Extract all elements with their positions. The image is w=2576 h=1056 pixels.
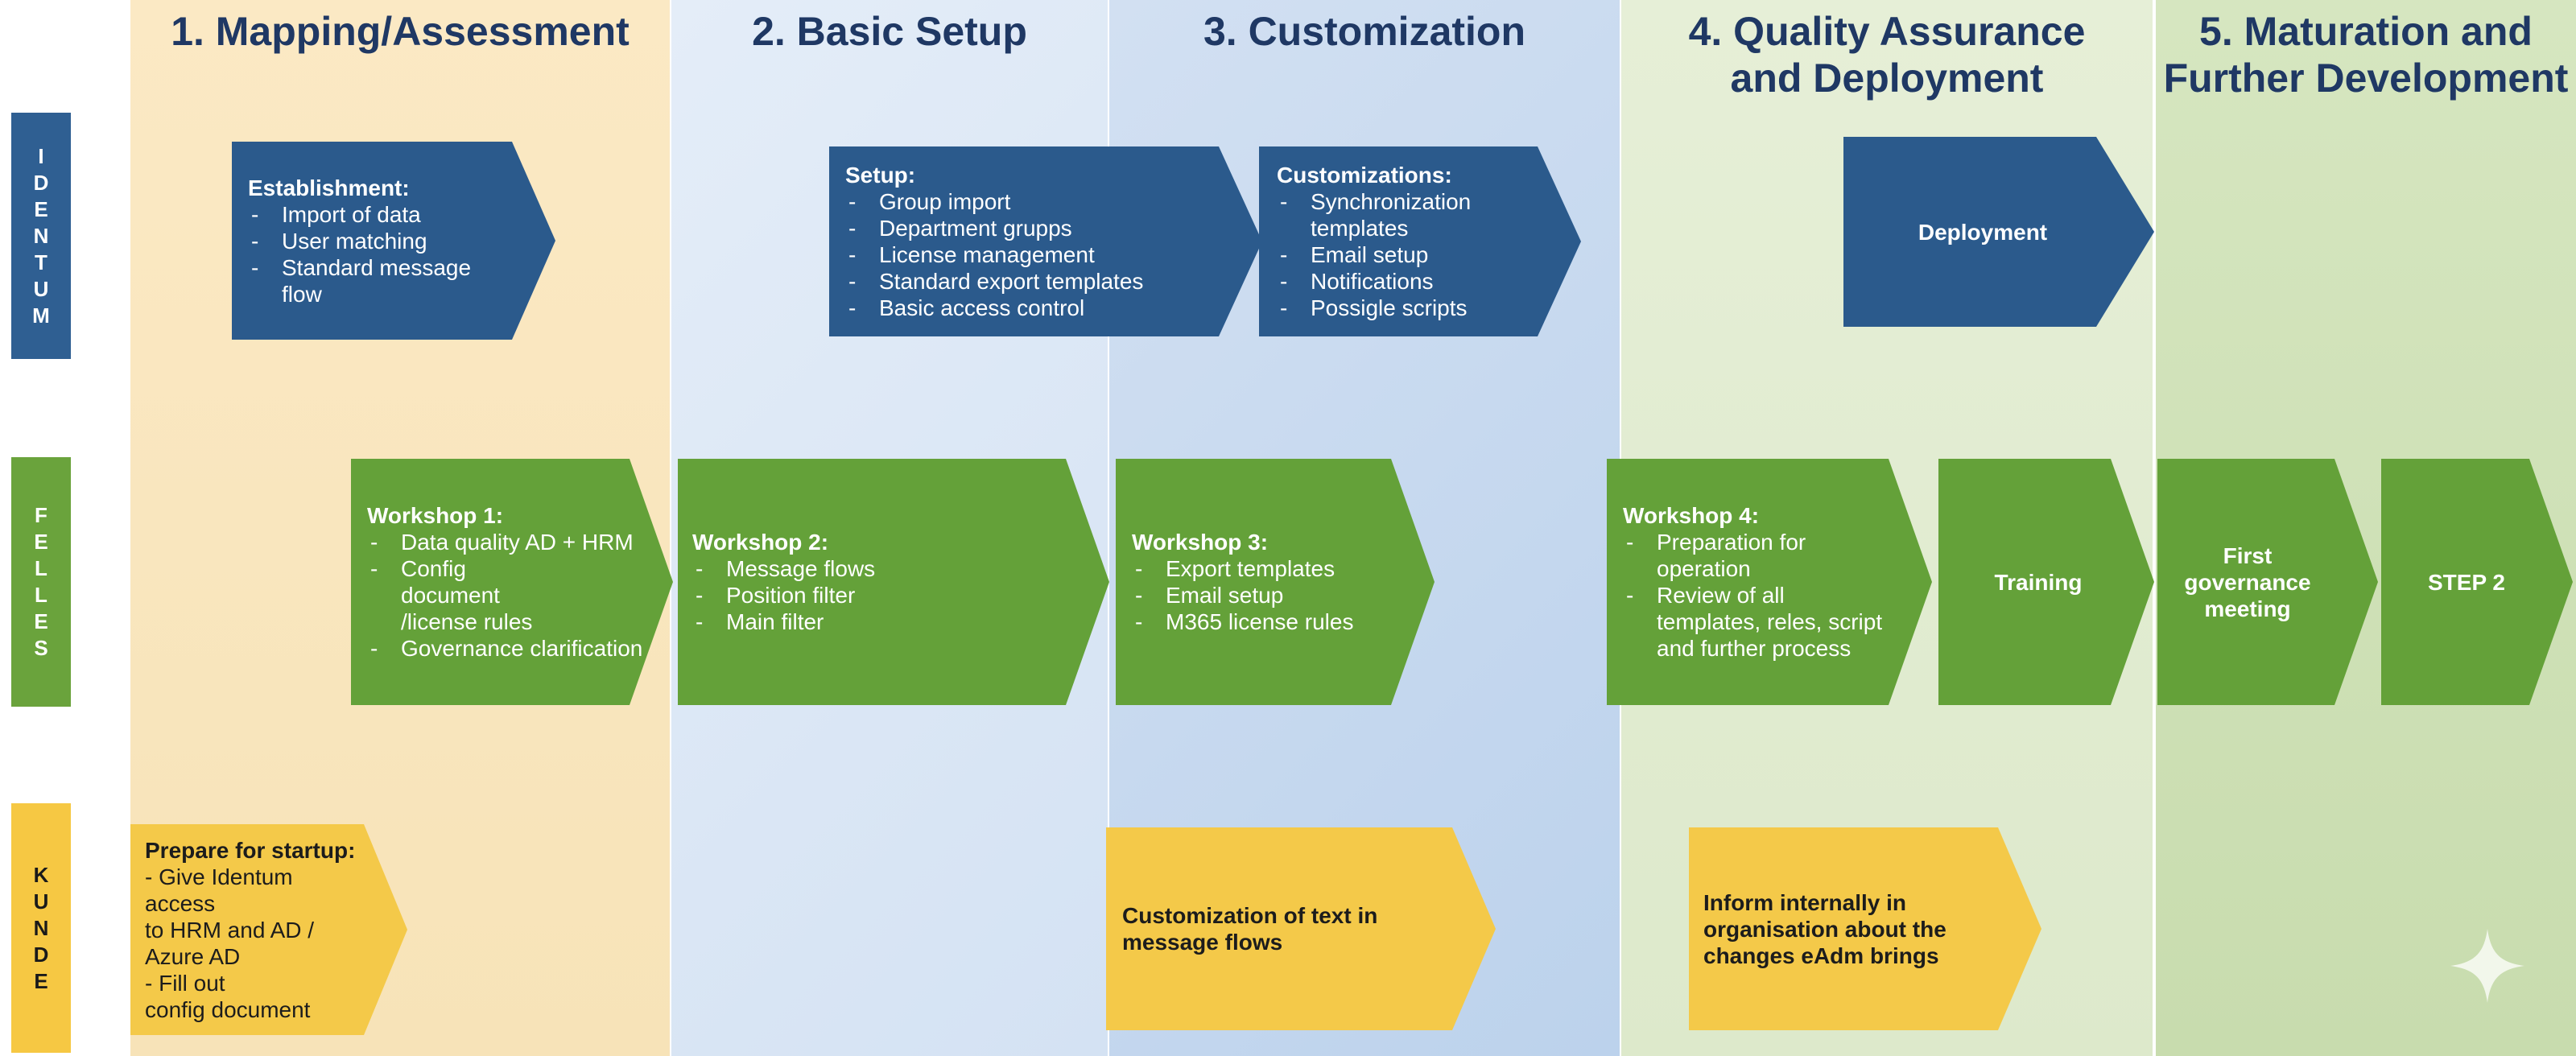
list-item: Email setup: [1277, 241, 1573, 268]
setup-step: Setup: Group import Department grupps Li…: [829, 146, 1262, 336]
lane-letter: D: [33, 942, 49, 967]
lane-letter: S: [34, 636, 48, 660]
step-text: - Give Identum access to HRM and AD / Az…: [145, 864, 315, 1022]
list-item: Synchronization templates: [1277, 188, 1573, 241]
prepare-for-startup-step: Prepare for startup: - Give Identum acce…: [130, 824, 407, 1035]
phase-title-customization: 3. Customization: [1203, 9, 1526, 54]
list-item: Review of all templates, reles, script a…: [1623, 582, 1885, 662]
workshop-3-step: Workshop 3: Export templates Email setup…: [1116, 459, 1435, 705]
list-item: Email setup: [1132, 582, 1386, 608]
lane-letter: E: [34, 196, 48, 221]
establishment-step: Establishment: Import of data User match…: [232, 142, 555, 340]
list-item: User matching: [248, 228, 507, 254]
lane-label-kunde: K U N D E: [11, 803, 71, 1053]
first-governance-meeting-step: First governance meeting: [2157, 459, 2378, 705]
list-item: Import of data: [248, 201, 507, 228]
training-step: Training: [1938, 459, 2154, 705]
step-label: Inform internally in organisation about …: [1703, 889, 1946, 968]
lane-letter: E: [34, 609, 48, 633]
step-list: Message flows Position filter Main filte…: [692, 555, 1061, 635]
workshop-2-step: Workshop 2: Message flows Position filte…: [678, 459, 1109, 705]
sparkle-icon: [2450, 929, 2524, 1003]
step-list: Group import Department grupps License m…: [845, 188, 1214, 321]
step-heading: Workshop 1:: [367, 503, 504, 528]
list-item: Preparation for operation: [1623, 529, 1885, 582]
lane-label-identum: I D E N T U M: [11, 113, 71, 359]
lane-letter: F: [35, 503, 47, 527]
list-item: Possigle scripts: [1277, 295, 1573, 321]
step-heading: Customizations:: [1277, 163, 1452, 188]
list-item: Main filter: [692, 608, 1061, 635]
list-item: License management: [845, 241, 1214, 268]
lane-letter: L: [35, 583, 47, 607]
step-label: Training: [1994, 569, 2083, 595]
list-item: Export templates: [1132, 555, 1386, 582]
lane-letter: N: [33, 915, 49, 940]
step-label: Customization of text in message flows: [1122, 903, 1378, 955]
step-heading: Establishment:: [248, 175, 410, 200]
list-item: Basic access control: [845, 295, 1214, 321]
step-label: Deployment: [1918, 219, 2048, 245]
list-item: Governance clarification: [367, 635, 665, 662]
step-label: First governance meeting: [2184, 542, 2311, 621]
step-list: Data quality AD + HRM Config document /l…: [367, 529, 665, 662]
lane-letter: E: [34, 530, 48, 554]
customizations-step: Customizations: Synchronization template…: [1259, 146, 1581, 336]
list-item: Notifications: [1277, 268, 1573, 295]
phase-title-mapping: 1. Mapping/Assessment: [171, 9, 630, 54]
lane-letter: T: [35, 250, 47, 274]
lane-letter: I: [38, 143, 44, 168]
step-list: Synchronization templates Email setup No…: [1277, 188, 1573, 321]
inform-internally-step: Inform internally in organisation about …: [1689, 827, 2041, 1030]
list-item: Standard export templates: [845, 268, 1214, 295]
lane-letter: E: [34, 968, 48, 993]
phase-title-quality-assurance: 4. Quality Assurance and Deployment: [1688, 9, 2086, 101]
list-item: M365 license rules: [1132, 608, 1386, 635]
lane-letter: M: [32, 303, 50, 328]
list-item: Data quality AD + HRM: [367, 529, 665, 555]
deployment-step: Deployment: [1843, 137, 2154, 327]
list-item: Config document /license rules: [367, 555, 552, 635]
step-heading: Prepare for startup:: [145, 837, 356, 863]
list-item: Position filter: [692, 582, 1061, 608]
workshop-1-step: Workshop 1: Data quality AD + HRM Config…: [351, 459, 673, 705]
step-heading: Workshop 4:: [1623, 503, 1760, 528]
lane-letter: K: [33, 862, 49, 887]
step-heading: Setup:: [845, 163, 916, 188]
list-item: Message flows: [692, 555, 1061, 582]
phase-title-maturation: 5. Maturation and Further Development: [2163, 9, 2569, 101]
lane-letter: D: [33, 170, 49, 195]
step-heading: Workshop 3:: [1132, 530, 1269, 555]
step-label: STEP 2: [2428, 569, 2505, 595]
lane-letter: N: [33, 223, 49, 248]
lane-letter: U: [33, 276, 49, 301]
workshop-4-step: Workshop 4: Preparation for operation Re…: [1607, 459, 1932, 705]
step-list: Export templates Email setup M365 licens…: [1132, 555, 1386, 635]
phase-title-basic-setup: 2. Basic Setup: [752, 9, 1027, 54]
step-heading: Workshop 2:: [692, 530, 829, 555]
step-list: Preparation for operation Review of all …: [1623, 529, 1885, 662]
customization-of-text-step: Customization of text in message flows: [1106, 827, 1496, 1030]
step-2-step: STEP 2: [2381, 459, 2573, 705]
list-item: Standard message flow: [248, 254, 507, 307]
list-item: Department grupps: [845, 215, 1214, 241]
lane-letter: U: [33, 889, 49, 914]
lane-letter: L: [35, 556, 47, 580]
list-item: Group import: [845, 188, 1214, 215]
lane-label-felles: F E L L E S: [11, 457, 71, 707]
step-list: Import of data User matching Standard me…: [248, 201, 507, 307]
